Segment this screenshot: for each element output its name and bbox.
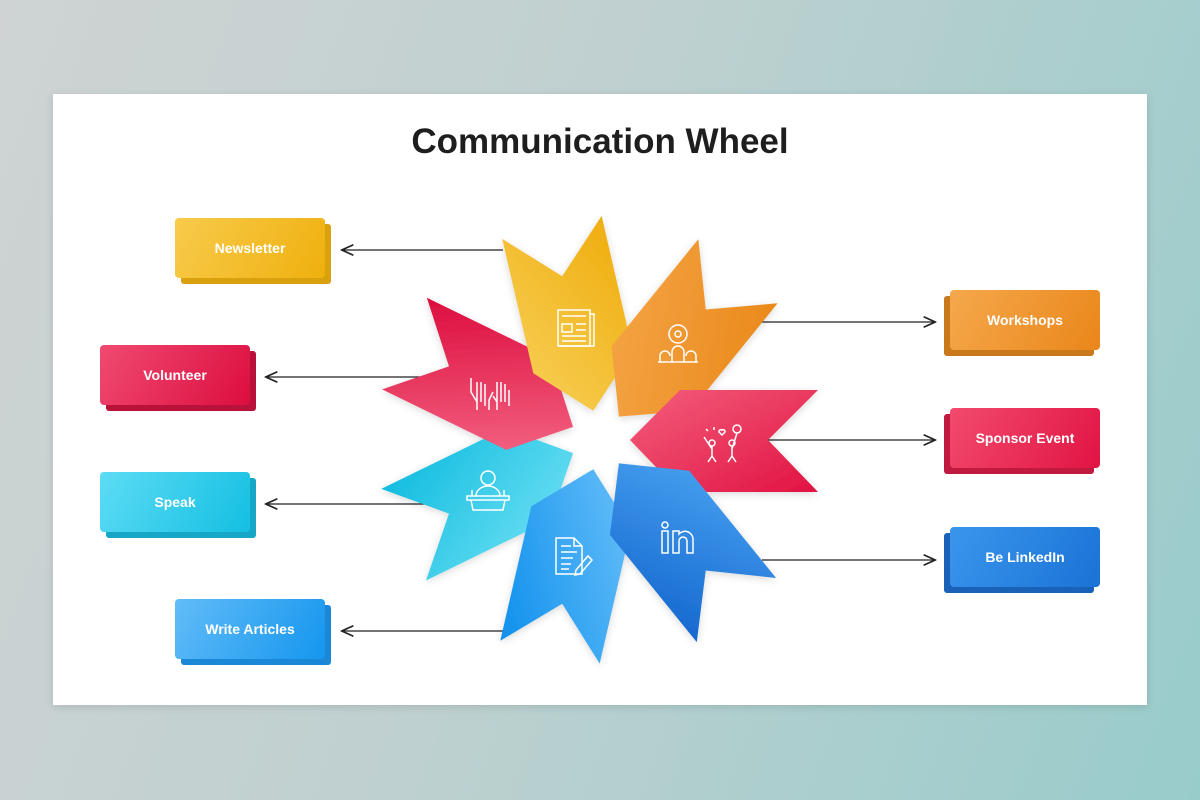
celebration-icon xyxy=(703,424,742,463)
linkedin-icon xyxy=(661,521,694,554)
write-articles-box[interactable]: Write Articles xyxy=(175,599,331,665)
page-title: Communication Wheel xyxy=(411,122,789,161)
volunteer-label: Volunteer xyxy=(100,345,250,405)
petal-workshops xyxy=(611,239,778,417)
connectors xyxy=(267,250,934,631)
workshops-label: Workshops xyxy=(950,290,1100,350)
petal-speak xyxy=(381,428,574,581)
speaker-podium-icon xyxy=(466,470,510,511)
sponsor-event-label: Sponsor Event xyxy=(950,408,1100,468)
speak-box[interactable]: Speak xyxy=(100,472,256,538)
newsletter-label: Newsletter xyxy=(175,218,325,278)
raised-hands-icon xyxy=(470,378,510,410)
sponsor-event-box[interactable]: Sponsor Event xyxy=(944,408,1100,474)
petal-volunteer xyxy=(382,297,574,450)
speak-label: Speak xyxy=(100,472,250,532)
write-articles-label: Write Articles xyxy=(175,599,325,659)
petal-write-articles xyxy=(500,469,631,664)
be-linkedin-box[interactable]: Be LinkedIn xyxy=(944,527,1100,593)
be-linkedin-label: Be LinkedIn xyxy=(950,527,1100,587)
newspaper-icon xyxy=(557,309,595,347)
volunteer-box[interactable]: Volunteer xyxy=(100,345,256,411)
newsletter-box[interactable]: Newsletter xyxy=(175,218,331,284)
petal-sponsor-event xyxy=(630,390,818,492)
document-pen-icon xyxy=(555,537,594,576)
petal-newsletter xyxy=(502,215,633,411)
workshop-group-icon xyxy=(658,324,698,363)
workshops-box[interactable]: Workshops xyxy=(944,290,1100,356)
